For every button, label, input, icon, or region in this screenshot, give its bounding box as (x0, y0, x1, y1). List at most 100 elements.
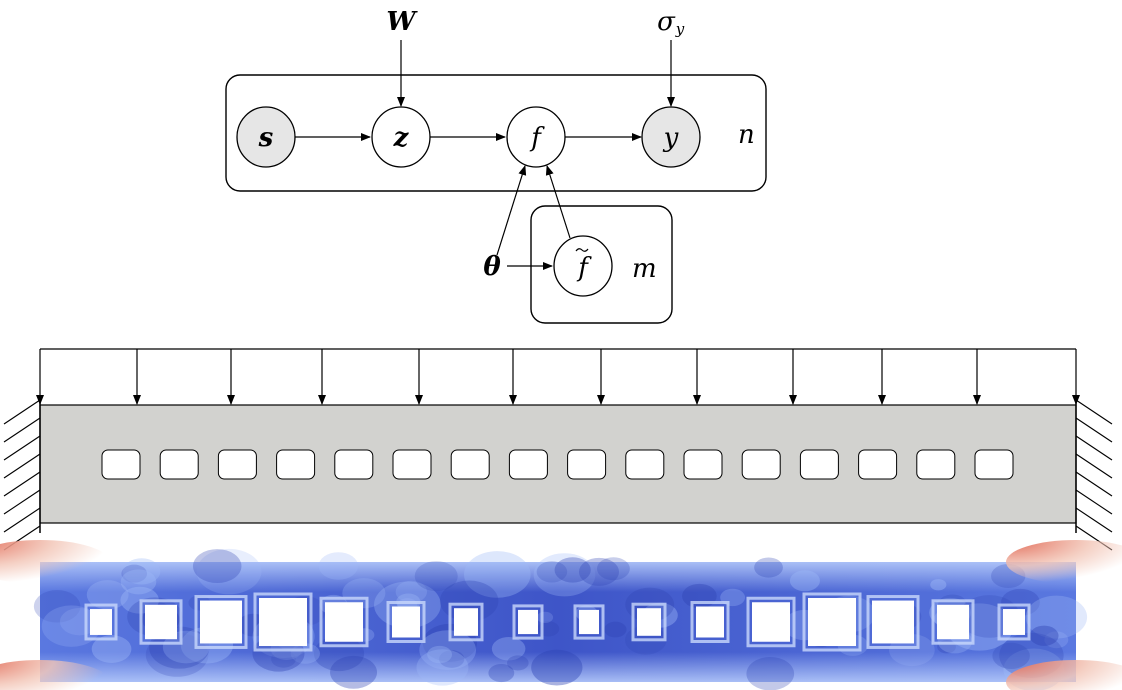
beam-hole (217, 449, 257, 480)
stress-blotch (789, 570, 820, 592)
beam-hole (101, 449, 141, 480)
hatch-line (1075, 507, 1113, 533)
stress-hole-halo (512, 604, 544, 640)
edge-theta-f (496, 165, 527, 256)
stress-blotch (395, 580, 428, 603)
hatch-line (3, 435, 41, 461)
beam-body (39, 404, 1077, 524)
stress-blotch (59, 607, 99, 636)
stress-hole-halo (866, 595, 920, 649)
beam-hole (392, 449, 432, 480)
stress-hole (90, 609, 112, 635)
stress-hole (325, 602, 363, 642)
stress-hole (637, 608, 661, 636)
stress-blotch (439, 650, 465, 668)
stress-blotch (342, 578, 386, 609)
tilde-icon (575, 248, 589, 252)
stress-blotch (427, 645, 453, 664)
hatch-line (1075, 471, 1113, 497)
stress-hole-halo (253, 592, 313, 652)
stress-hole-halo (690, 601, 730, 643)
beam-hole (334, 449, 374, 480)
stress-hole (937, 604, 969, 640)
stress-hole (808, 598, 856, 646)
plate-m (530, 205, 673, 324)
stress-blotch (682, 583, 717, 609)
stress-blotch (491, 637, 526, 661)
beam-hole (799, 449, 839, 480)
stress-hole (454, 608, 478, 636)
stress-blotch (91, 635, 132, 663)
stress-blotch (1025, 595, 1088, 639)
stress-blotch (414, 561, 458, 592)
right-support-hatch (1075, 399, 1113, 551)
stress-hole-halo (746, 596, 796, 648)
beam-hole (159, 449, 199, 480)
stress-blotch (930, 579, 947, 591)
stress-map (0, 540, 1122, 690)
stress-blotch (746, 657, 795, 690)
stress-blotch (597, 557, 630, 581)
node-y (641, 106, 701, 168)
param-W: W (386, 7, 418, 37)
stress-hole (579, 609, 599, 635)
stress-blotch (992, 642, 1030, 669)
stress-blotch (554, 557, 591, 583)
hatch-line (3, 489, 41, 515)
stress-hole (518, 609, 538, 635)
stress-blotch (121, 564, 148, 583)
node-z (371, 106, 431, 168)
stress-blotch (416, 649, 469, 686)
plate-n-label: n (738, 120, 755, 150)
node-f (506, 106, 566, 168)
stress-blotch (464, 551, 531, 598)
beam-hole (567, 449, 607, 480)
stress-blotch (33, 590, 81, 623)
stress-hole-halo (386, 601, 426, 643)
stress-hotspot-top-right (1006, 540, 1122, 584)
stress-hole-halo (448, 602, 484, 642)
hatch-line (1075, 489, 1113, 515)
hatch-line (3, 507, 41, 533)
stress-blotch (330, 655, 378, 689)
param-sigma: σ (657, 7, 676, 37)
stress-hole (752, 602, 790, 642)
plate-n (225, 74, 767, 192)
stress-hotspot-bottom-right (1006, 660, 1122, 690)
stress-blotch (578, 557, 620, 586)
graphical-model: n m s z f y f W σ y θ (225, 7, 767, 324)
hatch-line (3, 471, 41, 497)
hatch-line (1075, 435, 1113, 461)
left-support-hatch (3, 399, 41, 551)
hatch-line (1075, 399, 1113, 425)
stress-hole-halo (631, 602, 667, 642)
stress-blotch (604, 621, 627, 638)
stress-blotch (120, 569, 157, 595)
stress-blotch (536, 561, 568, 583)
hatch-line (1075, 417, 1113, 443)
beam-hole (741, 449, 781, 480)
stress-blotch (192, 549, 242, 584)
stress-blotch (290, 643, 320, 664)
stress-blotch (1044, 631, 1069, 649)
plate-m-label: m (632, 254, 657, 284)
stress-hole (1003, 609, 1025, 635)
hatch-line (3, 399, 41, 425)
stress-hole (145, 604, 177, 640)
load-arrows (36, 349, 1080, 405)
stress-hole (392, 606, 420, 638)
stress-blotch (488, 663, 515, 683)
stress-hole-halo (194, 595, 248, 649)
beam-hole (450, 449, 490, 480)
stress-blotch (318, 552, 359, 580)
stress-blotch (533, 553, 596, 597)
node-z-label: z (393, 123, 410, 153)
stress-blotch (196, 548, 262, 595)
stress-blotch (271, 650, 296, 668)
stress-hotspot-top-left (0, 540, 110, 584)
beam-holes (101, 449, 1014, 480)
beam-hole (974, 449, 1014, 480)
node-s (236, 106, 296, 168)
stress-hole-halo (802, 592, 862, 652)
